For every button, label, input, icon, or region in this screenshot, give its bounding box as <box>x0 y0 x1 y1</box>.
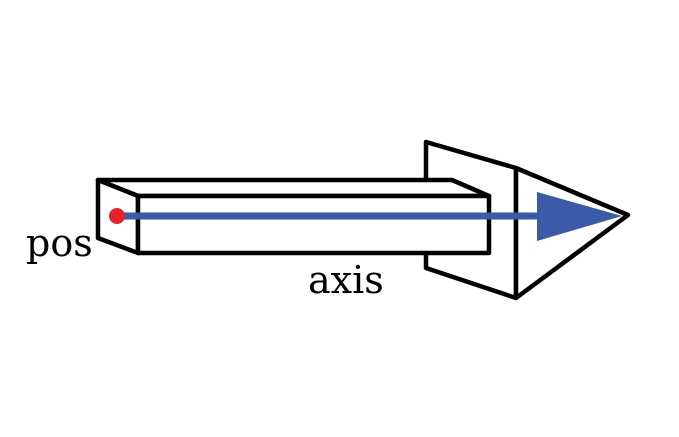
pos-label: pos <box>26 221 93 265</box>
shaft-top-face <box>95 177 492 199</box>
pos-marker-dot <box>109 208 125 224</box>
arrow-head-side-face <box>513 165 631 301</box>
axis-arrow-head <box>537 192 622 241</box>
axis-label: axis <box>308 258 384 302</box>
shaft-front-face <box>135 193 492 256</box>
